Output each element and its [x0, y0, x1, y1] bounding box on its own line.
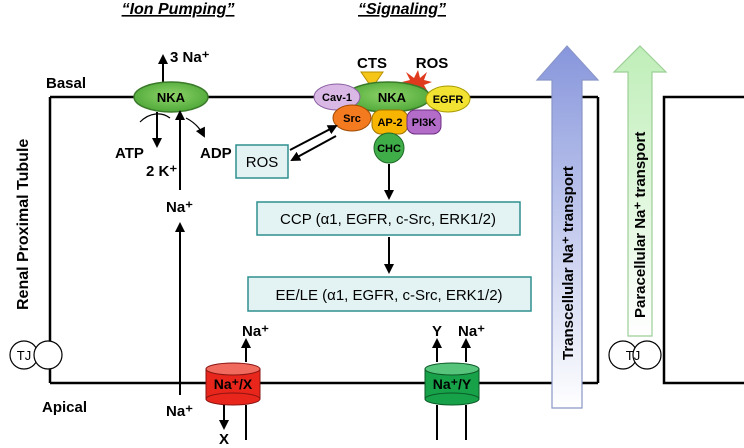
nka-pump-label: NKA — [157, 90, 186, 105]
tight-junction-right: TJ — [608, 340, 662, 370]
adp-label: ADP — [200, 145, 232, 162]
ccp-box-label: CCP (α1, EGFR, c-Src, ERK1/2) — [280, 211, 496, 228]
na-mid-label: Na⁺ — [166, 199, 193, 216]
nka-signal-label: NKA — [378, 90, 407, 105]
tj-left-label: TJ — [17, 348, 31, 363]
transcellular-arrow: Transcellular Na⁺ transport — [535, 45, 600, 409]
header-ion-pumping: “Ion Pumping” — [122, 1, 235, 18]
egfr-label: EGFR — [433, 94, 464, 106]
src-to-ros-arrow — [290, 135, 337, 161]
nka-pump — [133, 81, 209, 113]
y-label: Y — [432, 323, 442, 340]
na-apical-label: Na⁺ — [166, 403, 193, 420]
ros-box-label: ROS — [246, 154, 279, 171]
basal-label: Basal — [46, 75, 86, 92]
header-signaling: “Signaling” — [358, 1, 446, 18]
atp-curve — [139, 113, 171, 123]
atp-label: ATP — [115, 145, 144, 162]
na-y-na-label: Na⁺ — [458, 323, 485, 340]
src-label: Src — [343, 113, 361, 125]
transcellular-label: Transcellular Na⁺ transport — [560, 166, 577, 360]
na-x-transporter: Na⁺/X — [205, 362, 261, 406]
pi3k-label: PI3K — [412, 117, 437, 129]
paracellular-arrow: Paracellular Na⁺ transport — [612, 45, 668, 337]
na-y-label: Na⁺/Y — [433, 376, 472, 392]
na-y-transporter: Na⁺/Y — [424, 362, 480, 406]
na-x-label: Na⁺/X — [214, 376, 253, 392]
egfr-protein — [425, 85, 471, 113]
ros-to-src-arrow — [289, 125, 338, 151]
ap2-label: AP-2 — [377, 117, 402, 129]
k-in-label: 2 K⁺ — [146, 163, 177, 180]
ee-le-box — [247, 276, 532, 312]
tj-right-label: TJ — [626, 348, 640, 363]
x-label: X — [219, 431, 229, 448]
ee-le-box-label: EE/LE (α1, EGFR, c-Src, ERK1/2) — [275, 287, 502, 304]
cav1-label: Cav-1 — [322, 92, 352, 104]
chc-label: CHC — [377, 143, 401, 155]
neighbor-cell-membrane — [662, 95, 744, 385]
adp-curve — [185, 117, 205, 138]
chc-protein — [373, 132, 405, 164]
pi3k-protein — [406, 109, 442, 135]
na-out-label: 3 Na⁺ — [170, 49, 210, 66]
paracellular-label: Paracellular Na⁺ transport — [632, 132, 649, 318]
apical-label: Apical — [42, 399, 87, 416]
ros-top-label: ROS — [416, 55, 449, 72]
ros-box — [235, 144, 289, 179]
tubule-label: Renal Proximal Tubule — [15, 139, 32, 310]
src-protein — [332, 104, 372, 132]
ccp-box — [256, 201, 521, 236]
cts-triangle — [360, 71, 384, 89]
tight-junction-left: TJ — [9, 340, 63, 370]
cts-label: CTS — [357, 55, 387, 72]
na-x-na-label: Na⁺ — [242, 323, 269, 340]
